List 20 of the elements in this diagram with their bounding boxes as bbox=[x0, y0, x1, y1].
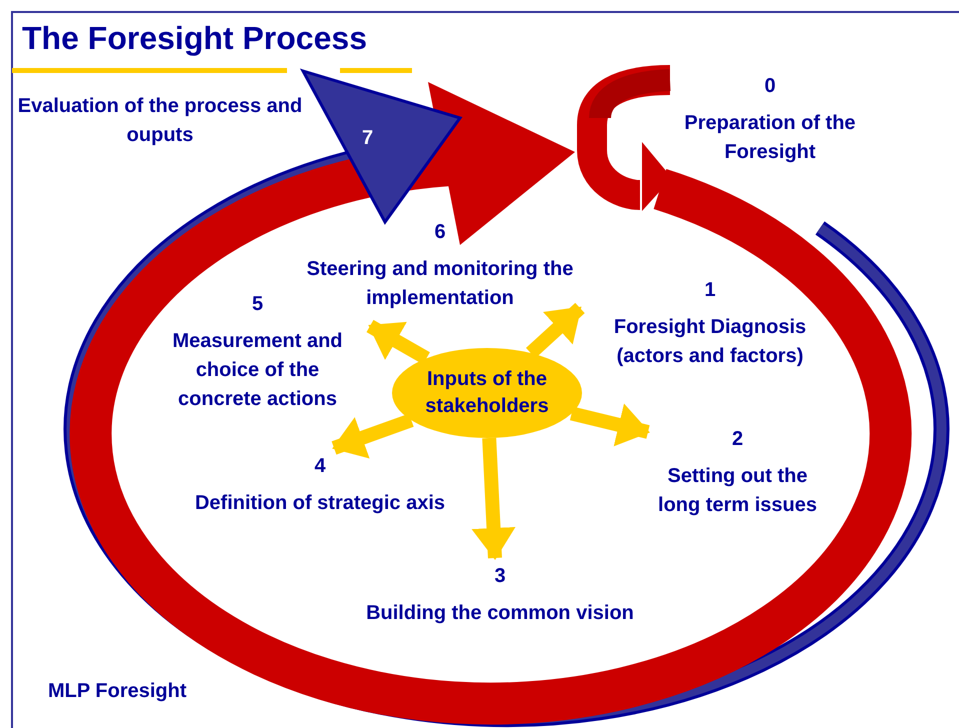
arrow bbox=[332, 414, 414, 459]
arrow bbox=[472, 438, 516, 560]
step-number: 1 bbox=[703, 278, 717, 303]
step-label: Foresight Diagnosis (actors and factors) bbox=[612, 315, 808, 369]
step-number: 4 bbox=[313, 454, 327, 479]
step-label: Steering and monitoring the implementation bbox=[306, 257, 574, 311]
arrow bbox=[570, 404, 650, 446]
input-ellipse: Inputs of the stakeholders bbox=[392, 348, 582, 438]
step-label: Building the common vision bbox=[365, 601, 635, 626]
step-number: 0 bbox=[763, 74, 777, 99]
step-number: 5 bbox=[250, 292, 264, 317]
arrow bbox=[366, 320, 430, 364]
title: The Foresight Process bbox=[22, 20, 367, 57]
step-label: Measurement and choice of the concrete actions bbox=[171, 329, 344, 412]
footer-label: MLP Foresight bbox=[48, 680, 187, 703]
step-label: Setting out the long term issues bbox=[657, 464, 818, 518]
step-label: Definition of strategic axis bbox=[194, 491, 446, 516]
step-label: Preparation of the Foresight bbox=[683, 111, 857, 165]
step-number: 2 bbox=[730, 427, 744, 452]
step-number: 3 bbox=[493, 564, 507, 589]
